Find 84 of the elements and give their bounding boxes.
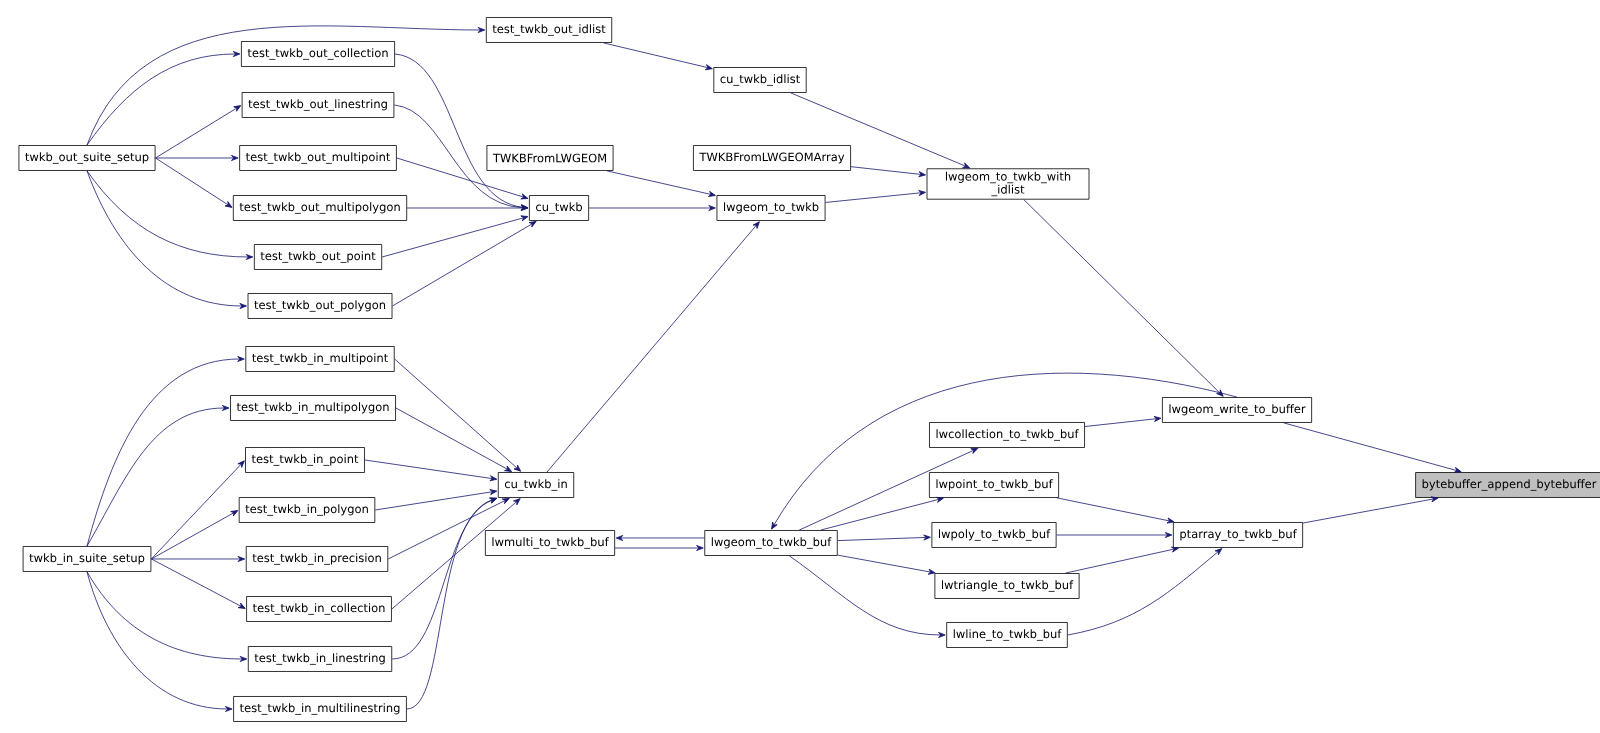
arrow (1302, 496, 1439, 524)
arrow (837, 554, 936, 575)
arrow (394, 53, 529, 211)
arrow (150, 510, 239, 560)
function-box: test_twkb_in_multipoint (245, 346, 395, 372)
function-box: lwmulti_to_twkb_buf (484, 530, 616, 556)
function-box: test_twkb_out_point (253, 244, 383, 270)
function-box: test_twkb_in_collection (246, 596, 392, 622)
arrow (798, 447, 979, 531)
arrow (392, 221, 537, 307)
arrow (86, 51, 241, 146)
function-box: lwgeom_to_twkb_with _idlist (926, 168, 1090, 200)
function-box: test_twkb_out_collection (241, 41, 395, 67)
function-box: test_twkb_in_precision (245, 546, 389, 572)
function-box: test_twkb_in_multipolygon (230, 395, 396, 421)
arrow (1067, 548, 1223, 636)
arrow (606, 170, 716, 197)
function-box: cu_twkb_idlist (713, 67, 807, 93)
function-box: test_twkb_out_linestring (241, 92, 395, 118)
arrow (86, 356, 245, 547)
arrow (381, 215, 529, 258)
function-box: lwgeom_to_twkb_buf (704, 530, 838, 556)
arrow (771, 372, 1238, 530)
arrow (615, 535, 705, 541)
function-box: test_twkb_in_point (245, 447, 365, 473)
arrow (850, 166, 926, 178)
function-box: ptarray_to_twkb_buf (1172, 522, 1304, 548)
arrow (364, 459, 498, 482)
arrow (1023, 199, 1224, 397)
function-box: bytebuffer_append_bytebuffer (1415, 472, 1600, 498)
function-box: test_twkb_out_multipolygon (232, 195, 408, 221)
function-box: cu_twkb (529, 195, 590, 221)
arrow (150, 556, 246, 562)
arrow (86, 25, 486, 146)
arrow (1056, 532, 1173, 538)
arrow (155, 105, 242, 159)
arrow (546, 221, 760, 473)
arrow (1056, 497, 1175, 524)
function-box: test_twkb_out_polygon (247, 293, 393, 319)
function-box: test_twkb_in_multilinestring (233, 696, 407, 722)
function-box: test_twkb_out_idlist (485, 17, 613, 43)
arrow (395, 407, 512, 472)
function-box: lwcollection_to_twkb_buf (929, 422, 1085, 448)
arrow (387, 498, 510, 560)
function-box: test_twkb_out_multipoint (239, 145, 397, 171)
arrow (86, 571, 233, 712)
arrow (603, 42, 713, 71)
arrow (86, 571, 248, 662)
arrow (86, 170, 247, 309)
arrow (406, 497, 498, 710)
function-box: lwpoly_to_twkb_buf (931, 522, 1057, 548)
arrow (155, 157, 233, 208)
arrow (614, 545, 704, 551)
arrow (406, 205, 529, 211)
function-box: twkb_out_suite_setup (18, 145, 156, 171)
arrow (789, 555, 946, 638)
arrow (1065, 546, 1179, 574)
arrow (1084, 416, 1162, 427)
function-box: lwpoint_to_twkb_buf (929, 472, 1060, 498)
arrow (790, 92, 971, 169)
arrow (837, 534, 931, 541)
arrow (1283, 422, 1462, 473)
arrow (825, 190, 926, 203)
arrow (820, 496, 944, 531)
function-box: lwgeom_to_twkb (716, 195, 826, 221)
function-box: test_twkb_in_linestring (247, 646, 393, 672)
arrow (588, 205, 716, 211)
arrow (155, 155, 239, 161)
arrow (394, 358, 522, 472)
arrow (86, 170, 254, 260)
arrow (396, 157, 529, 200)
function-box: TWKBFromLWGEOMArray (693, 145, 851, 171)
arrow (86, 405, 230, 547)
function-box: lwtriangle_to_twkb_buf (934, 573, 1080, 599)
function-box: cu_twkb_in (497, 472, 575, 498)
arrow (391, 498, 521, 610)
function-box: test_twkb_in_polygon (238, 497, 376, 523)
arrow (374, 489, 498, 511)
arrow (150, 558, 246, 609)
function-box: TWKBFromLWGEOM (486, 145, 614, 171)
function-box: lwgeom_write_to_buffer (1162, 397, 1313, 423)
arrow (150, 460, 245, 560)
function-box: lwline_to_twkb_buf (946, 622, 1068, 648)
function-box: twkb_in_suite_setup (22, 546, 152, 572)
